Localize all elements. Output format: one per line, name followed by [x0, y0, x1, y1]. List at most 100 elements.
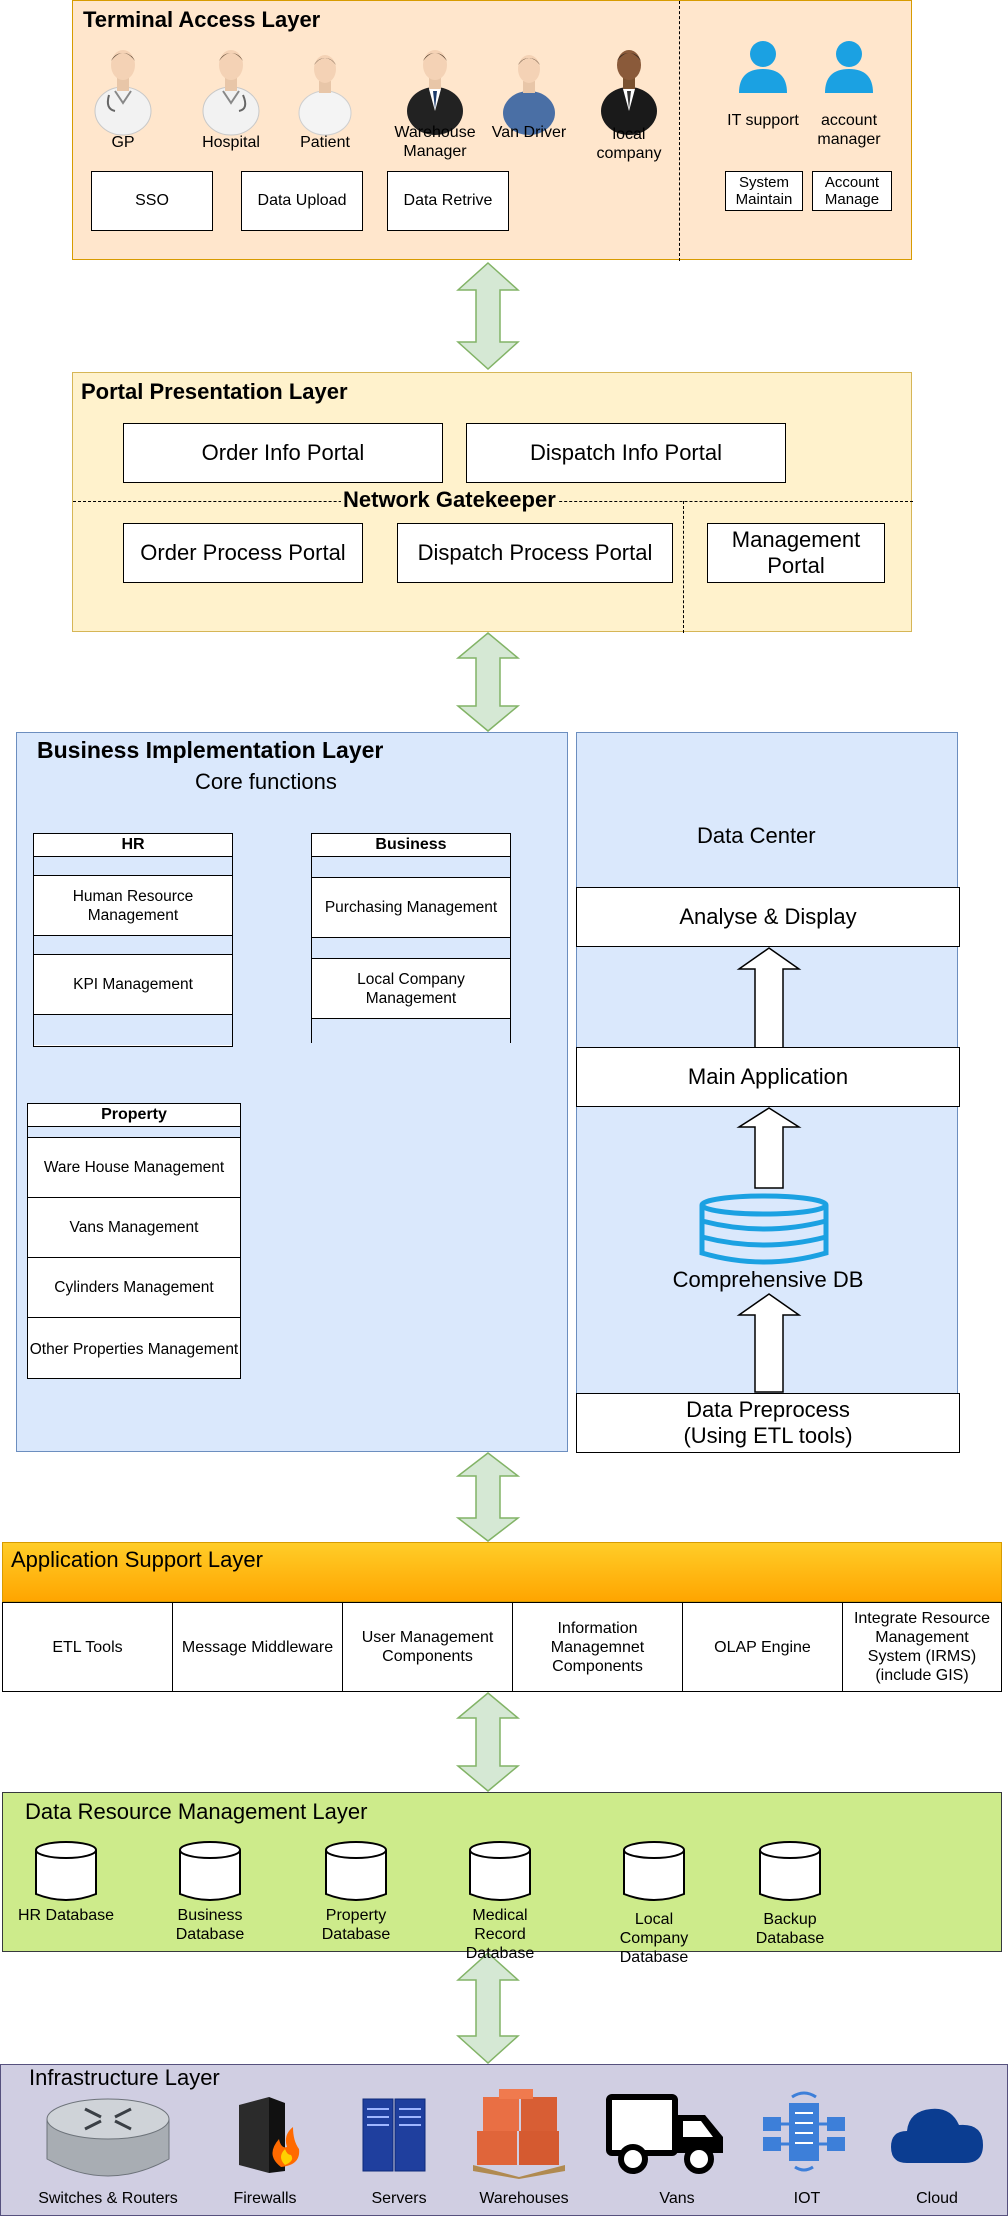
double-arrow-1 [456, 261, 520, 371]
resource-layer-title: Data Resource Management Layer [25, 1799, 368, 1824]
hr-database-label: HR Database [17, 1907, 115, 1924]
patient-icon [298, 55, 352, 136]
data-center: Data Center Analyse & Display Main Appli… [576, 732, 960, 1453]
hospital-icon [202, 50, 260, 136]
vans-icon [606, 2094, 723, 2174]
hr-database-icon [35, 1841, 97, 1901]
van-driver-icon [503, 55, 555, 135]
data-preprocess-line1: Data Preprocess [686, 1397, 850, 1422]
property-item-cylinders: Cylinders Management [28, 1258, 240, 1318]
portal-layer-title: Portal Presentation Layer [81, 379, 348, 404]
main-application-box: Main Application [576, 1047, 960, 1107]
up-arrow-1 [736, 947, 802, 1049]
account-manager-icon [825, 41, 873, 93]
management-divider [683, 501, 684, 633]
property-item-other: Other Properties Management [29, 1340, 239, 1358]
sso-box: SSO [91, 171, 213, 231]
infra-label-vans: Vans [659, 2190, 695, 2207]
application-support-header: Application Support Layer [2, 1542, 1002, 1602]
infra-label-switches: Switches & Routers [38, 2190, 178, 2207]
backup-database-label: Backup Database [755, 1911, 825, 1947]
double-arrow-2 [455, 632, 521, 732]
local-company-icon [601, 50, 657, 135]
data-upload-box: Data Upload [241, 171, 363, 231]
support-olap-engine: OLAP Engine [683, 1603, 843, 1691]
business-item-purchasing: Purchasing Management [312, 878, 510, 938]
management-portal: Management Portal [707, 523, 885, 583]
local-company-database-label: Local Company Database [619, 1911, 689, 1966]
hr-table: HR Human Resource Management KPI Managem… [33, 833, 233, 1047]
it-support-icon [739, 41, 787, 93]
up-arrow-2: } [736, 1107, 802, 1189]
cloud-icon [891, 2108, 983, 2163]
infra-layer-title: Infrastructure Layer [29, 2065, 220, 2090]
database-icon [699, 1193, 829, 1265]
order-process-portal: Order Process Portal [123, 523, 363, 583]
business-implementation-layer: Business Implementation Layer Core funct… [16, 732, 568, 1452]
user-label-hospital: Hospital [202, 134, 260, 151]
business-item-local-company: Local Company Management [312, 959, 510, 1019]
user-label-gp: GP [111, 134, 135, 151]
user-label-account-manager: account manager [817, 112, 881, 148]
support-message-middleware: Message Middleware [173, 1603, 343, 1691]
terminal-layer-title: Terminal Access Layer [83, 7, 321, 32]
dispatch-info-portal: Dispatch Info Portal [466, 423, 786, 483]
local-company-database-icon [623, 1841, 685, 1901]
property-table: Property Ware House Management Vans Mana… [27, 1103, 241, 1379]
portal-presentation-layer: Portal Presentation Layer Order Info Por… [72, 372, 913, 633]
comprehensive-db-label: Comprehensive DB [672, 1267, 864, 1292]
business-table-header: Business [312, 834, 510, 857]
user-label-warehouse-manager: Warehouse Manager [394, 124, 476, 160]
warehouses-icon [473, 2089, 565, 2179]
data-preprocess-line2: (Using ETL tools) [683, 1423, 853, 1448]
router-icon [46, 2098, 170, 2177]
double-arrow-3 [455, 1452, 521, 1542]
iot-icon [763, 2091, 845, 2172]
infra-label-iot: IOT [793, 2190, 821, 2207]
hr-item-kpi: KPI Management [34, 955, 232, 1015]
firewall-icon [239, 2097, 300, 2173]
servers-icon [362, 2098, 426, 2172]
infra-label-warehouses: Warehouses [479, 2190, 569, 2207]
data-preprocess-box: Data Preprocess (Using ETL tools) [576, 1393, 960, 1453]
terminal-access-layer: Terminal Access Layer [72, 0, 912, 261]
order-info-portal: Order Info Portal [123, 423, 443, 483]
user-label-van-driver: Van Driver [491, 124, 567, 141]
backup-database-icon [759, 1841, 821, 1901]
analyse-display-box: Analyse & Display [576, 887, 960, 947]
property-database-label: Property Database [321, 1907, 391, 1943]
user-label-local-company: local company [596, 126, 662, 162]
property-table-header: Property [28, 1104, 240, 1127]
business-layer-title: Business Implementation Layer [37, 737, 384, 763]
support-irms: Integrate Resource Management System (IR… [853, 1610, 991, 1684]
warehouse-manager-icon [407, 50, 463, 135]
dispatch-process-portal: Dispatch Process Portal [397, 523, 673, 583]
business-database-label: Business Database [175, 1907, 245, 1943]
user-label-patient: Patient [300, 134, 350, 151]
core-functions-label: Core functions [195, 769, 337, 794]
property-database-icon [325, 1841, 387, 1901]
business-database-icon [179, 1841, 241, 1901]
account-manage-box: Account Manage [812, 171, 892, 211]
infra-label-servers: Servers [371, 2190, 427, 2207]
data-center-title: Data Center [697, 823, 816, 848]
property-item-warehouse: Ware House Management [28, 1138, 240, 1198]
system-maintain-box: System Maintain [725, 171, 803, 211]
hr-table-header: HR [34, 834, 232, 857]
double-arrow-4 [455, 1692, 521, 1792]
medical-record-database-label: Medical Record Database [465, 1907, 535, 1962]
data-retrive-box: Data Retrive [387, 171, 509, 231]
business-table: Business Purchasing Management Local Com… [311, 833, 511, 1045]
gp-icon [94, 50, 152, 136]
hr-item-human-resource: Human Resource Management [34, 876, 232, 936]
up-arrow-3 [736, 1293, 802, 1393]
infra-label-cloud: Cloud [916, 2190, 958, 2207]
infrastructure-layer: Infrastructure Layer [0, 2064, 1008, 2216]
medical-record-database-icon [469, 1841, 531, 1901]
support-user-management: User Management Components [343, 1603, 513, 1691]
double-arrow-5 [456, 1951, 520, 2065]
terminal-divider [679, 1, 680, 261]
property-item-vans: Vans Management [28, 1198, 240, 1258]
support-components-row: ETL Tools Message Middleware User Manage… [2, 1602, 1002, 1692]
support-etl-tools: ETL Tools [3, 1603, 173, 1691]
